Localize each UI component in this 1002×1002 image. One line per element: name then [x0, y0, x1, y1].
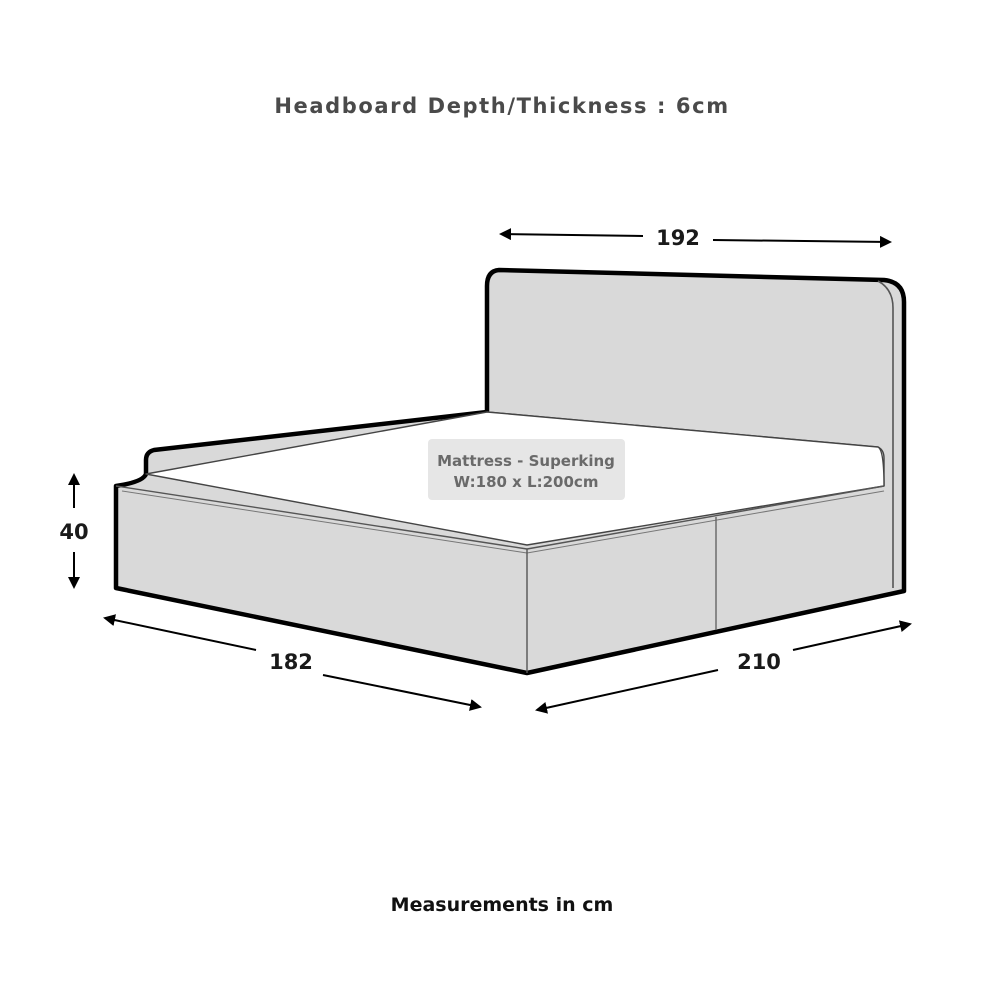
- header-title: Headboard Depth/Thickness : 6cm: [274, 94, 729, 118]
- dimension-height-label: 40: [59, 520, 88, 544]
- base-top-ledge-right: [526, 490, 885, 554]
- mattress-label-line2: W:180 x L:200cm: [454, 473, 599, 491]
- footer-note: Measurements in cm: [391, 894, 614, 916]
- base-top-ledge-left: [121, 490, 528, 554]
- mattress-label-line1: Mattress - Superking: [437, 452, 615, 470]
- arrow-width-right: [322, 674, 482, 711]
- headboard-edge: [877, 280, 894, 588]
- base-top-edge-right: [526, 485, 885, 550]
- arrow-width-left: [103, 614, 257, 651]
- dimension-length: 210: [535, 620, 912, 714]
- dimension-headboard-width-label: 192: [656, 226, 700, 250]
- mattress-label: Mattress - Superking W:180 x L:200cm: [428, 439, 625, 500]
- dimension-length-label: 210: [737, 650, 781, 674]
- arrow-length-left: [535, 669, 719, 714]
- mattress-label-box: [428, 439, 625, 500]
- arrow-headboard-right: [712, 235, 892, 248]
- dimension-headboard-width: 192: [499, 226, 892, 250]
- arrow-length-right: [792, 620, 912, 651]
- dimension-height: 40: [59, 473, 89, 589]
- base-top-edge-left: [115, 485, 528, 550]
- dimension-width: 182: [103, 614, 482, 711]
- arrow-headboard-left: [499, 228, 644, 241]
- dimension-width-label: 182: [269, 650, 313, 674]
